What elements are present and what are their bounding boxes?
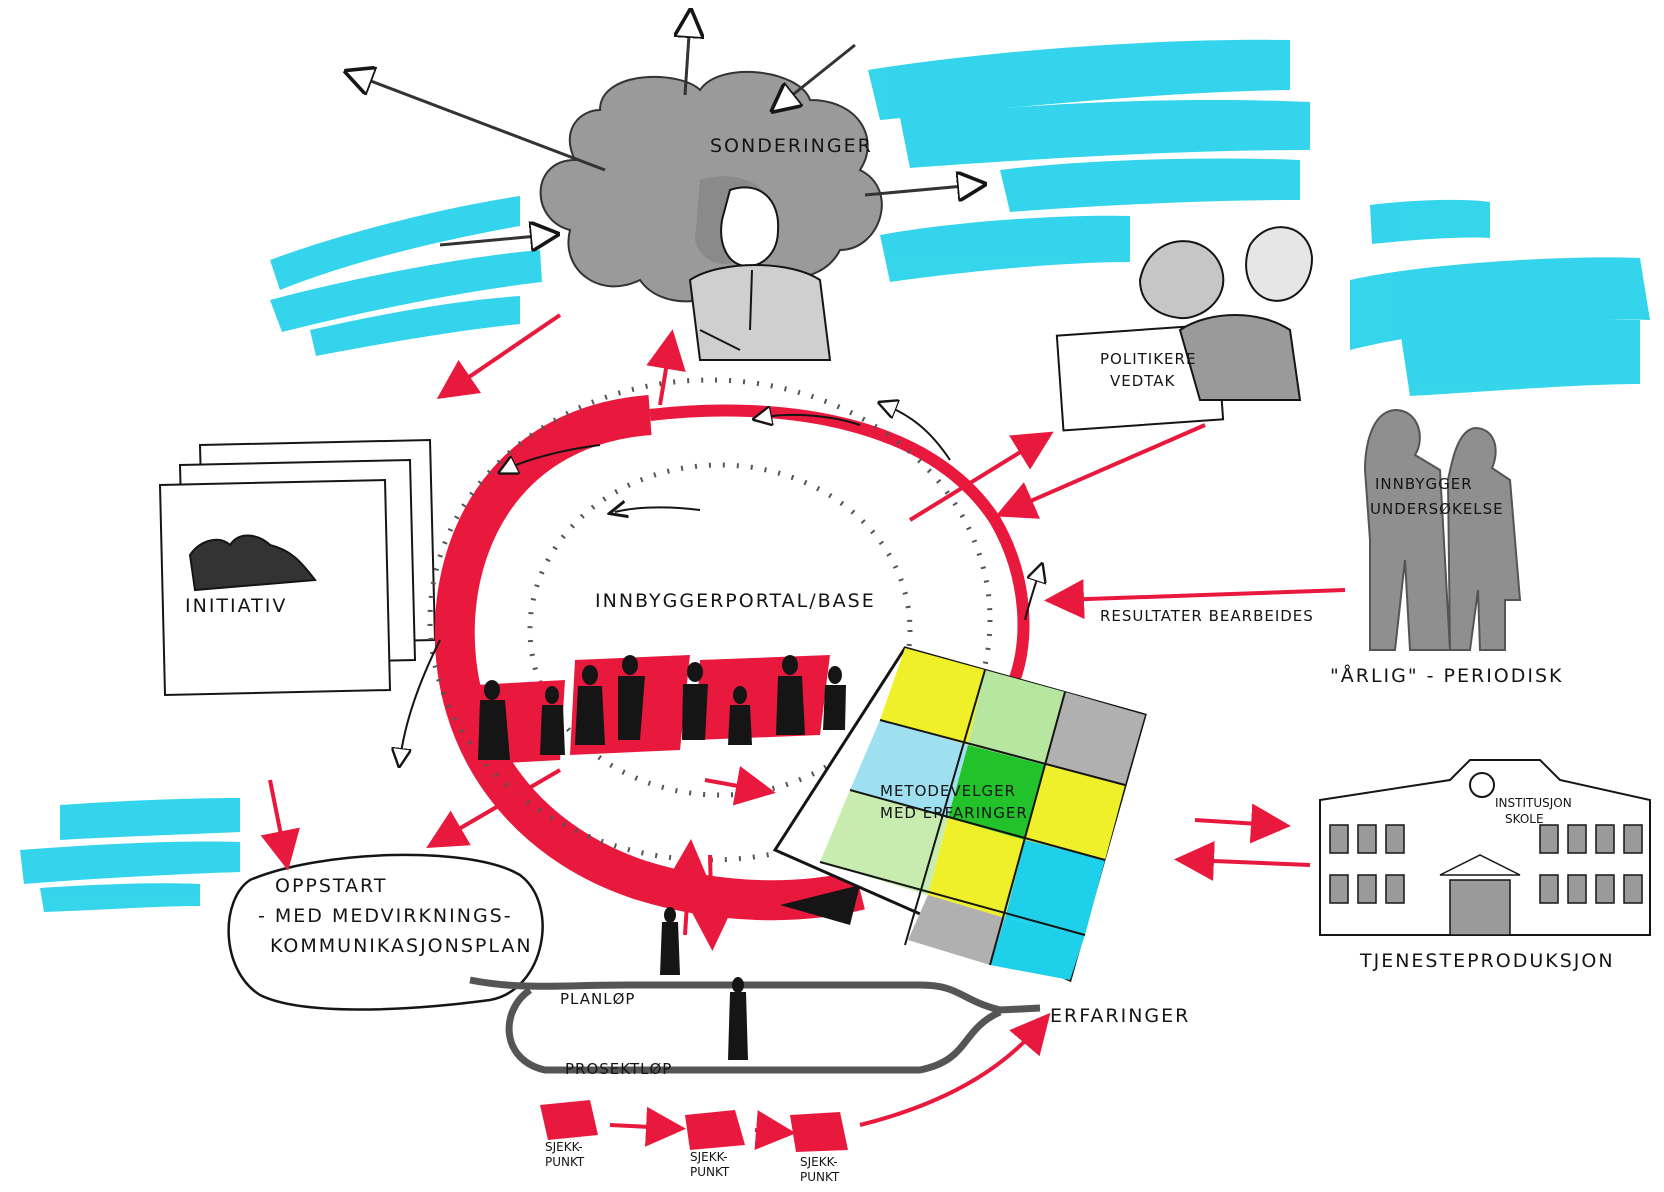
sounding-person-figure (688, 186, 832, 361)
label-resultater: RESULTATER BEARBEIDES (1100, 607, 1314, 625)
label-sonderinger: SONDERINGER (710, 135, 873, 157)
initiativ-papers (158, 438, 437, 697)
crowd-figures (470, 655, 846, 765)
track-figures (660, 907, 748, 1060)
label-med-erfaringer: MED ERFARINGER (880, 804, 1028, 822)
method-selector-grid (772, 646, 1147, 983)
label-innbyggerportal: INNBYGGERPORTAL/BASE (595, 590, 876, 612)
oppstart-box (227, 853, 544, 1011)
sonderinger-cloud (539, 70, 883, 303)
label-prosjektlop: PROSEKTLØP (565, 1060, 673, 1078)
label-vedtak: VEDTAK (1110, 372, 1176, 390)
checkpoints (540, 1100, 848, 1152)
checkpoint-3-label: SJEKK- (800, 1155, 838, 1169)
label-medvirkningsplan: - MED MEDVIRKNINGS- (258, 905, 513, 927)
politicians-figure (1055, 226, 1314, 432)
label-institusjon: INSTITUSJON (1495, 796, 1572, 810)
checkpoint-1-label: SJEKK- (545, 1140, 583, 1154)
label-skole: SKOLE (1505, 812, 1544, 826)
label-innbygger: INNBYGGER (1375, 475, 1473, 493)
school-building (1319, 759, 1651, 936)
label-undersokelse: UNDERSØKELSE (1370, 500, 1504, 518)
label-planlop: PLANLØP (560, 990, 636, 1008)
red-arrows (260, 313, 1346, 1151)
label-initiativ: INITIATIV (185, 595, 288, 617)
cyan-sky-strokes (20, 39, 1650, 912)
label-kommunikasjonsplan: KOMMUNIKASJONSPLAN (270, 935, 533, 957)
checkpoint-2-label: SJEKK- (690, 1150, 728, 1164)
checkpoint-2-label-2: PUNKT (690, 1165, 730, 1179)
label-politikere: POLITIKERE (1100, 350, 1197, 368)
citizens-figures (1363, 408, 1522, 651)
process-track (469, 976, 1041, 1074)
checkpoint-1-label-2: PUNKT (545, 1155, 585, 1169)
label-tjenesteproduksjon: TJENESTEPRODUKSJON (1360, 950, 1615, 972)
dotted-inner-cycle (427, 377, 993, 863)
checkpoint-3-label-2: PUNKT (800, 1170, 840, 1184)
cloud-arrows (355, 20, 975, 245)
label-erfaringer: ERFARINGER (1050, 1005, 1191, 1027)
label-oppstart: OPPSTART (275, 875, 388, 897)
label-metodevelger: METODEVELGER (880, 782, 1017, 800)
black-thin-arrows (400, 405, 1040, 760)
label-arlig: "ÅRLIG" - PERIODISK (1330, 665, 1564, 687)
